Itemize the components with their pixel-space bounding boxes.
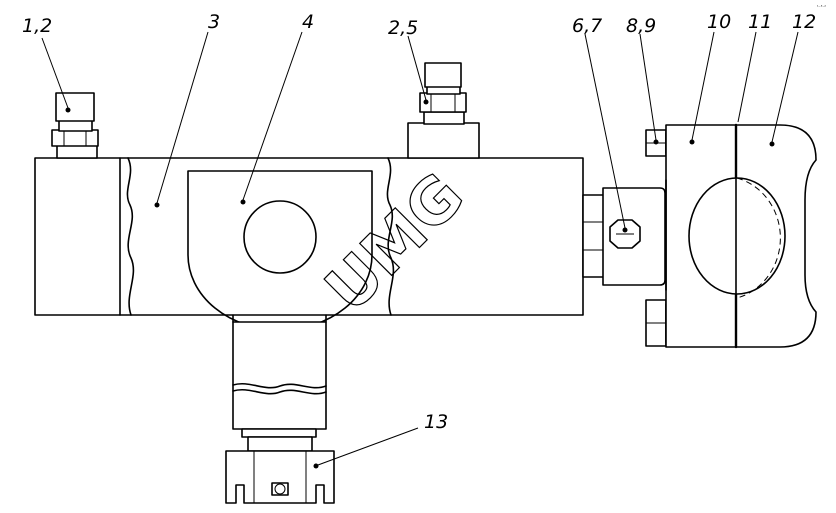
label-3: 3 [208,11,220,33]
fitting-left [51,92,99,159]
label-8-9: 8,9 [626,15,656,37]
label-12: 12 [792,11,816,33]
label-1-2: 1,2 [22,15,52,37]
lower-stem [225,314,335,504]
fitting-center [407,62,480,159]
corner-mark: ¹⁻³⁻² [817,4,826,9]
housing-body [34,157,584,331]
label-13: 13 [424,411,448,433]
leader-lines [41,31,799,469]
clamp [645,123,817,349]
side-connector [582,187,666,286]
label-10: 10 [707,11,731,33]
watermark: UMG [311,159,478,326]
label-11: 11 [748,11,772,33]
label-6-7: 6,7 [572,15,602,37]
callout-labels: 1,2 3 4 2,5 6,7 8,9 10 11 12 13 [22,11,816,433]
label-2-5: 2,5 [388,17,418,39]
label-4: 4 [302,11,314,33]
